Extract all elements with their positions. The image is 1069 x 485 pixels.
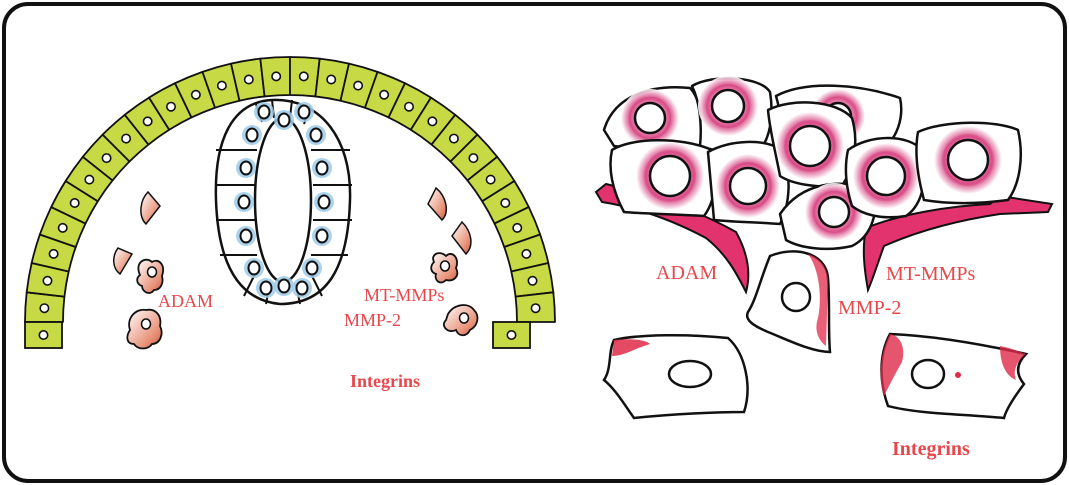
epithelial-cell-icon — [516, 292, 555, 322]
duct-cell-icon — [294, 102, 314, 122]
left-label-mmp2: MMP-2 — [344, 310, 401, 330]
right-label-mmp2: MMP-2 — [838, 297, 901, 319]
duct-cell-icon — [312, 158, 332, 178]
duct-cell-icon — [256, 278, 276, 298]
migrating-cell-icon — [431, 253, 457, 282]
duct-cell-icon — [306, 125, 326, 145]
epithelial-cell-icon — [260, 57, 290, 96]
left-label-mt-mmps: MT-MMPs — [364, 285, 444, 305]
right-label-mt-mmps: MT-MMPs — [886, 263, 976, 285]
epithelial-cell-icon — [493, 322, 530, 348]
duct-cell-icon — [314, 192, 334, 212]
duct-cell-icon — [302, 258, 322, 278]
duct-cell-icon — [244, 258, 264, 278]
tumor-cell-icon — [846, 138, 925, 217]
epithelial-cell-icon — [25, 322, 62, 348]
left-label-integrins: Integrins — [350, 371, 420, 391]
duct-cell-icon — [292, 278, 312, 298]
duct-cell-icon — [274, 110, 294, 130]
duct-cell-icon — [234, 192, 254, 212]
duct-cell-icon — [254, 102, 274, 122]
tumor-cell-icon — [611, 140, 716, 216]
right-label-adam: ADAM — [656, 262, 717, 284]
right-label-integrins: Integrins — [892, 438, 970, 460]
duct-cell-icon — [242, 125, 262, 145]
duct-cell-icon — [274, 276, 294, 296]
left-label-adam: ADAM — [158, 291, 213, 311]
duct-cell-icon — [312, 226, 332, 246]
duct-cell-icon — [236, 158, 256, 178]
tumor-cell-icon — [604, 335, 747, 418]
migrating-cell-icon — [127, 310, 161, 349]
tumor-cell-icon — [768, 102, 855, 186]
duct-cell-icon — [236, 226, 256, 246]
tumor-cell-icon — [916, 123, 1020, 203]
